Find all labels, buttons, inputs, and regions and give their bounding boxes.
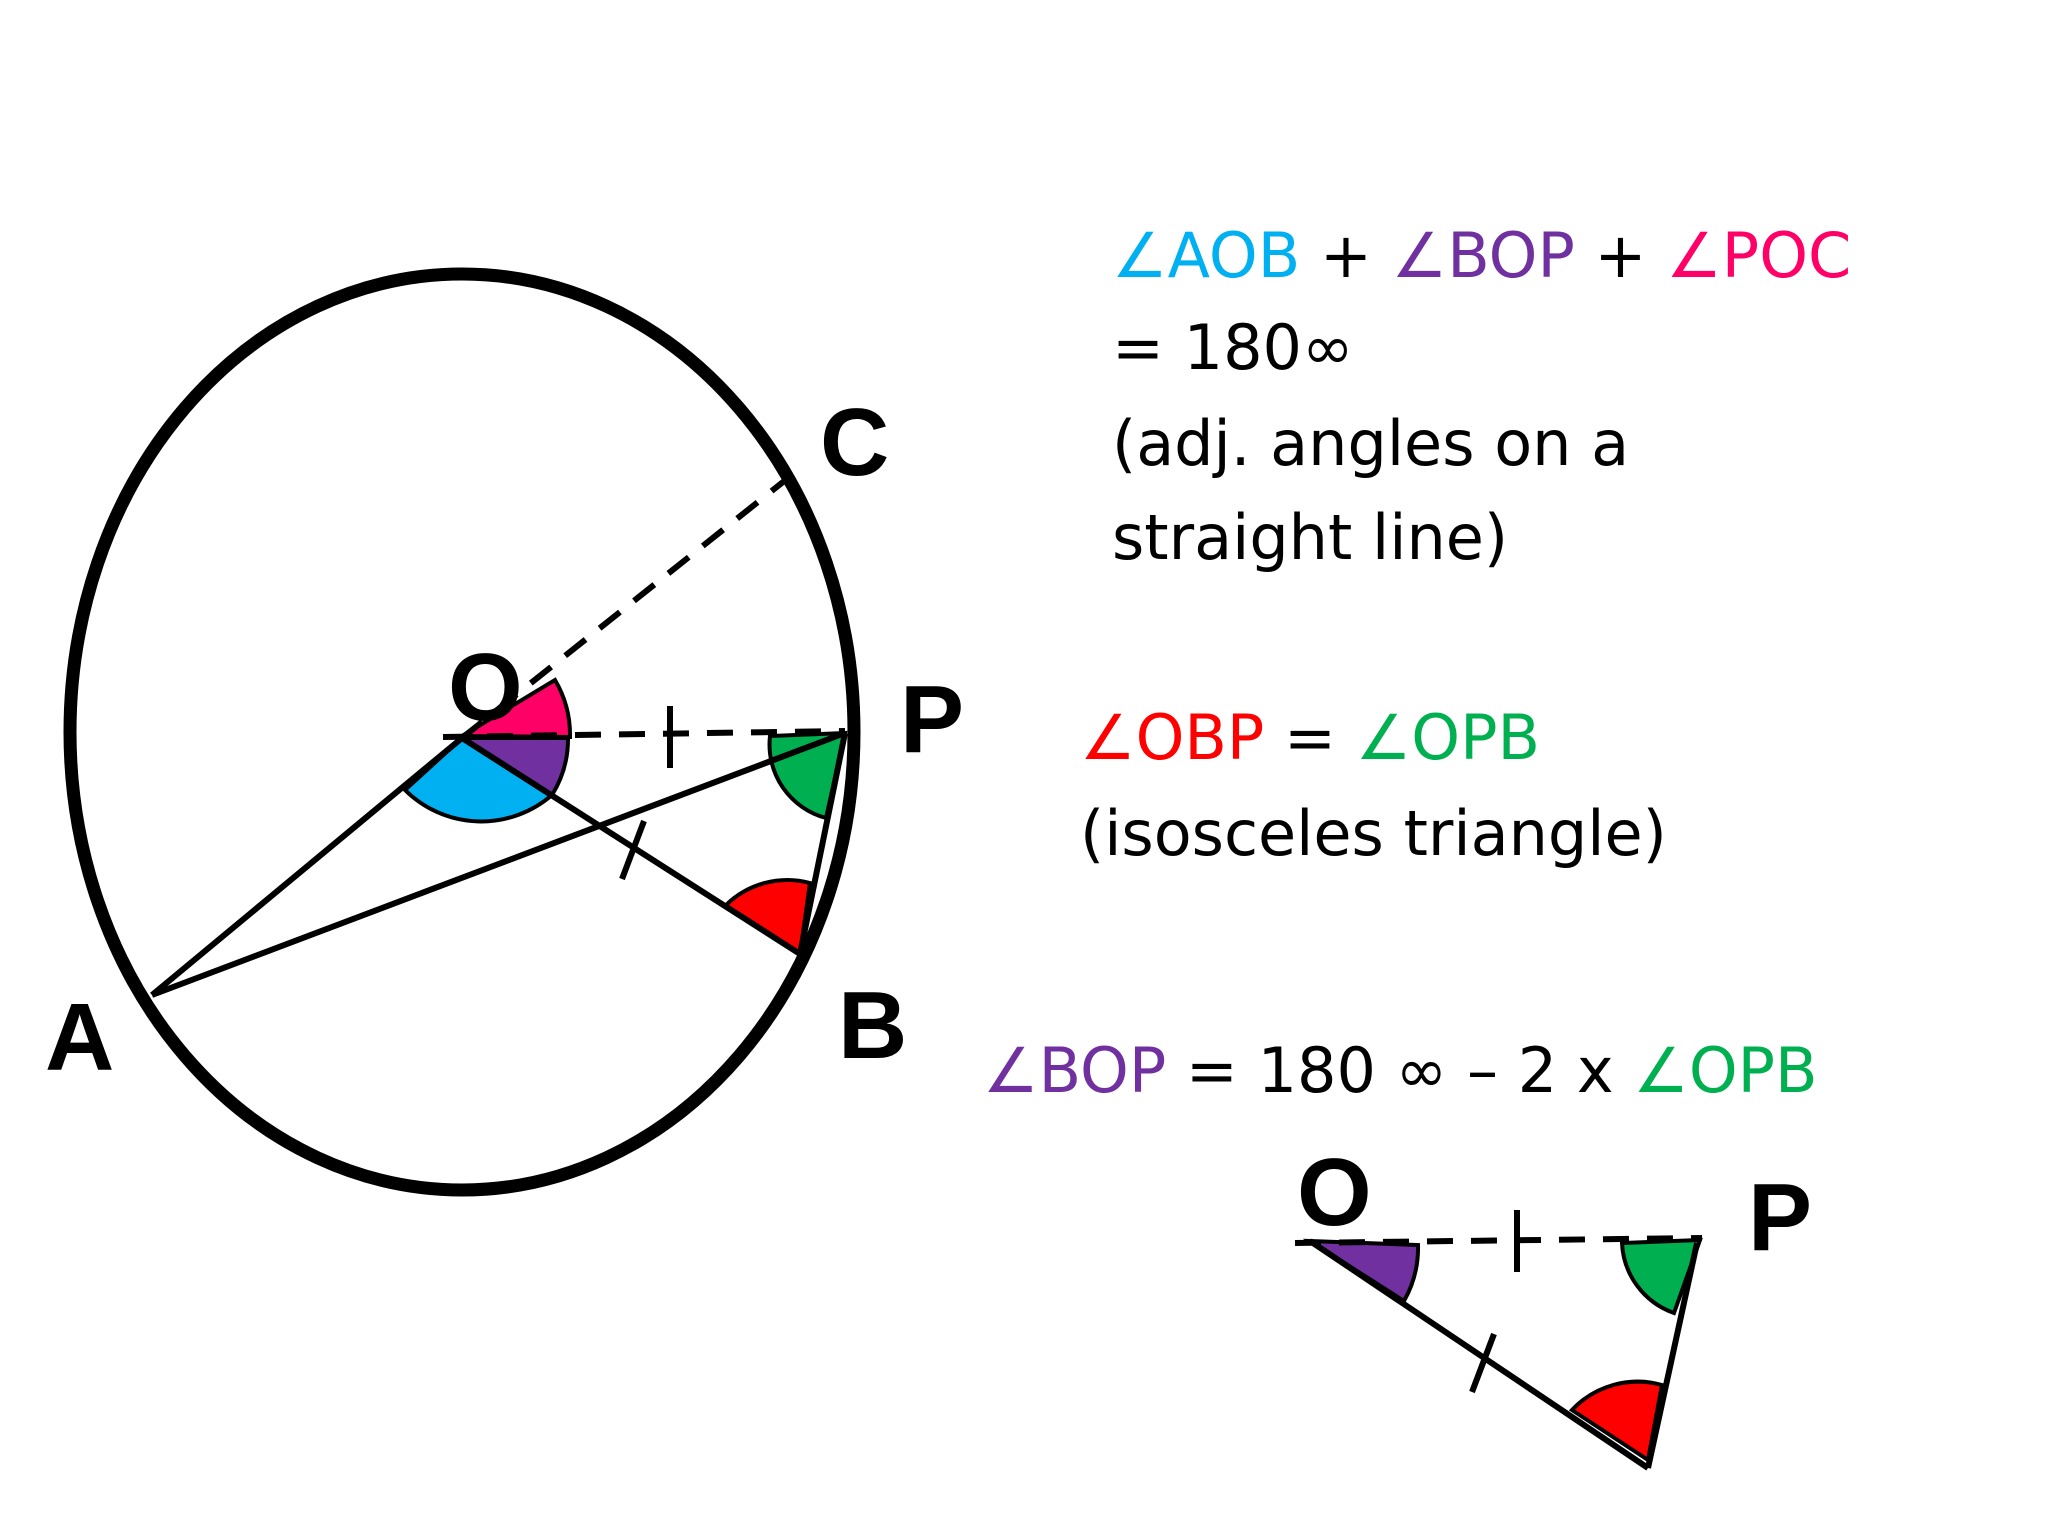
small-angle-obp-mark bbox=[1568, 1379, 1665, 1464]
equation-angle-sum-value: = 180∞ bbox=[1112, 311, 1354, 384]
equation-angle-sum: ∠AOB + ∠BOP + ∠POC bbox=[1112, 225, 1851, 287]
angle-bop-label: ∠BOP bbox=[1391, 219, 1575, 292]
radius-oc-dashed bbox=[460, 475, 790, 741]
small-angle-opb-mark bbox=[1619, 1237, 1703, 1316]
point-label-c: C bbox=[820, 389, 890, 496]
point-label-b: B bbox=[838, 972, 908, 1079]
small-radius-op-dashed bbox=[1294, 1235, 1703, 1246]
segment-oa bbox=[150, 735, 464, 998]
small-segment-bp bbox=[1645, 1242, 1700, 1469]
segment-bp bbox=[797, 732, 848, 955]
segment-ob bbox=[460, 735, 802, 957]
reason-adjacent-angles: (adj. angles on a bbox=[1112, 407, 1630, 480]
equation-bop-middle: = 180 ∞ – 2 x bbox=[1166, 1034, 1634, 1107]
circle bbox=[63, 267, 861, 1197]
angle-poc-label: ∠POC bbox=[1666, 219, 1852, 292]
point-label-a: A bbox=[45, 984, 115, 1091]
equation-isosceles: ∠OBP = ∠OPB bbox=[1080, 707, 1540, 769]
angle-aob-mark bbox=[402, 735, 556, 824]
angle-aob-label: ∠AOB bbox=[1112, 219, 1301, 292]
small-segment-ob bbox=[1308, 1238, 1650, 1471]
small-point-label-o: O bbox=[1297, 1139, 1372, 1246]
angle-opb-label: ∠OPB bbox=[1355, 701, 1540, 774]
angle-obp-label: ∠OBP bbox=[1080, 701, 1265, 774]
small-tick-mark-ob bbox=[1469, 1332, 1497, 1394]
reason-straight-line: straight line) bbox=[1112, 501, 1509, 574]
plus-sign: + bbox=[1574, 219, 1667, 292]
tick-mark-ob bbox=[619, 819, 647, 881]
small-point-label-p: P bbox=[1748, 1164, 1813, 1271]
equals-sign: = bbox=[1264, 701, 1356, 774]
angle-opb-label: ∠OPB bbox=[1633, 1034, 1818, 1107]
plus-sign: + bbox=[1300, 219, 1392, 292]
radius-op-dashed bbox=[442, 728, 846, 740]
angle-obp-mark bbox=[721, 878, 813, 958]
reason-isosceles-triangle: (isosceles triangle) bbox=[1080, 797, 1667, 870]
point-label-p: P bbox=[900, 666, 965, 773]
angle-poc-mark bbox=[454, 677, 573, 740]
equation-bop: ∠BOP = 180 ∞ – 2 x ∠OPB bbox=[983, 1040, 1818, 1102]
angle-bop-label: ∠BOP bbox=[983, 1034, 1167, 1107]
segment-ap bbox=[150, 730, 847, 998]
point-label-o: O bbox=[448, 634, 523, 741]
